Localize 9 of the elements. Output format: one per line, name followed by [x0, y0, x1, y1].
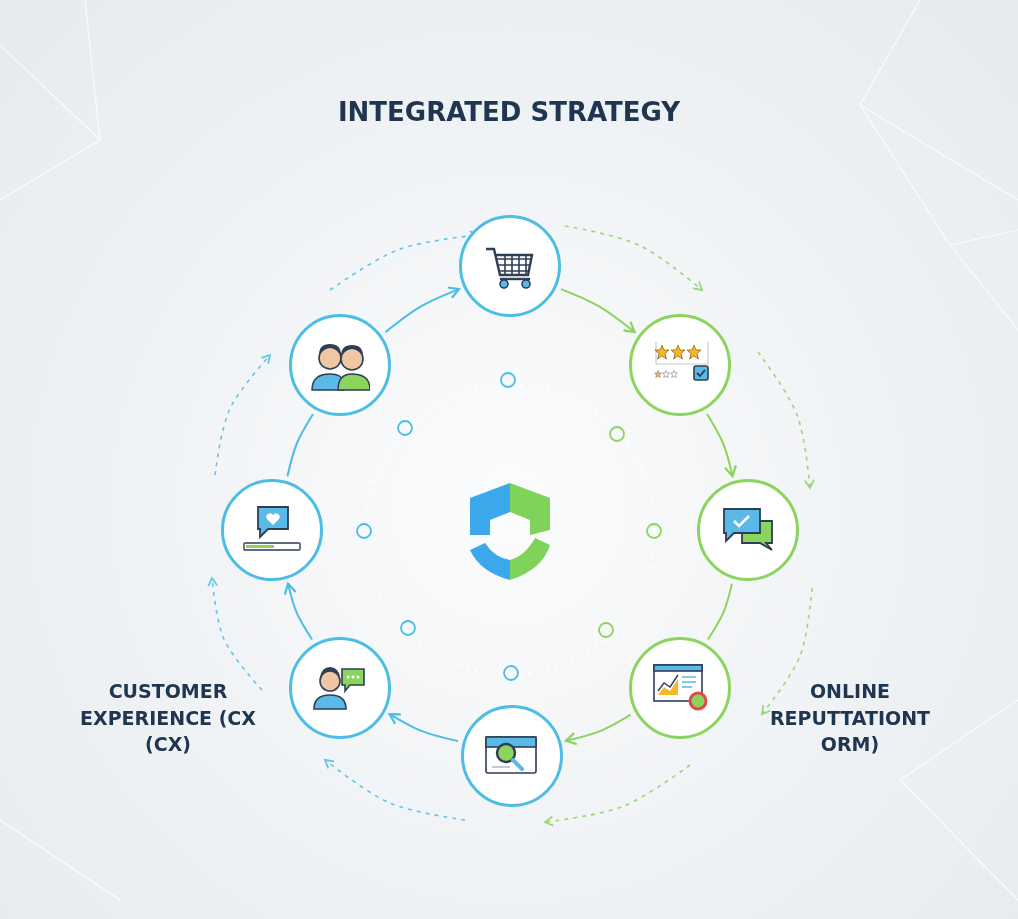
- arrow: [560, 288, 636, 334]
- side-label: CUSTOMER EXPERIENCE (CX (CX): [79, 679, 257, 758]
- title: INTEGRATED STRATEGY: [336, 97, 682, 127]
- arrow: [384, 286, 461, 334]
- arrow: [283, 582, 314, 641]
- arrow: [564, 713, 632, 746]
- side-label: ONLINE REPUTTATIONT ORM): [768, 679, 932, 758]
- arrow: [388, 712, 459, 743]
- arrow: [705, 413, 737, 478]
